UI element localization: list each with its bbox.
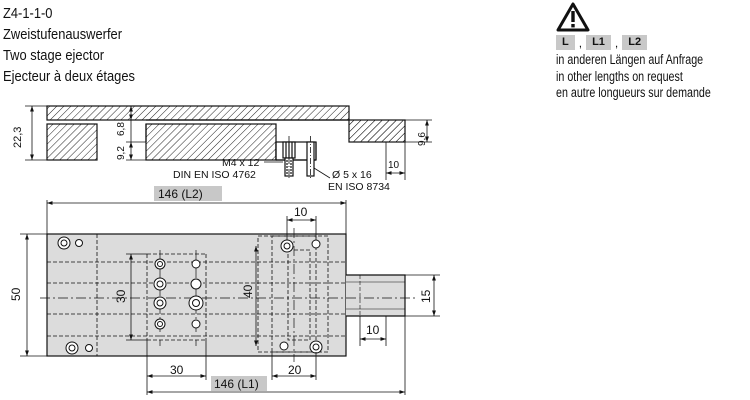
badge-separator: , xyxy=(578,35,583,50)
title-english: Two stage ejector xyxy=(3,47,105,64)
lower-left-block-section xyxy=(46,123,98,161)
plate-outline xyxy=(46,233,347,357)
title-german: Zweistufenauswerfer xyxy=(3,26,123,43)
title-french: Ejecteur à deux étages xyxy=(3,68,135,85)
top-view-labels: 146 (L2) 10 50 30 40 15 10 30 146 (L1) 2… xyxy=(9,187,433,391)
pin-symbol xyxy=(306,136,315,180)
pin-label-1: Ø 5 x 16 xyxy=(332,169,372,181)
screw-label-1: M4 x 12 xyxy=(222,157,260,169)
screw-hole-icon xyxy=(191,259,201,269)
warning-icon xyxy=(556,2,590,32)
length-badges: L , L1 , L2 xyxy=(556,35,746,50)
note-english: in other lengths on request xyxy=(556,68,683,84)
screw-hole-icon xyxy=(280,239,294,253)
note-french: en autre longueurs sur demande xyxy=(556,85,711,100)
screw-hole-icon xyxy=(153,296,167,310)
pin-label-2: EN ISO 8734 xyxy=(328,181,390,193)
screw-hole-icon xyxy=(190,278,202,290)
pin-hole-icon xyxy=(85,344,93,352)
l1-label-bg xyxy=(211,376,267,391)
note-german: in anderen Längen auf Anfrage xyxy=(556,52,704,67)
upper-plate-section xyxy=(46,105,350,121)
hole-pattern xyxy=(57,236,323,355)
screw-hole-icon xyxy=(188,295,204,311)
pin-hole-icon xyxy=(75,239,83,247)
dim-lower-label: 9,2 xyxy=(116,146,127,160)
dim-l2-label: 146 (L2) xyxy=(158,187,203,201)
dim-10-tip-label: 10 xyxy=(366,323,380,337)
dim-l1-label: 146 (L1) xyxy=(214,377,259,391)
plate-tip-section xyxy=(348,119,406,143)
top-view-dimensions xyxy=(20,200,440,395)
dim-height-label: 22,3 xyxy=(12,127,24,148)
dim-upper-label: 6,8 xyxy=(116,122,127,136)
dim-width-label: 50 xyxy=(9,287,23,301)
badge-separator: , xyxy=(614,35,619,50)
screw-hole-icon xyxy=(65,341,79,355)
side-view xyxy=(25,105,432,180)
dim-tip-height-label: 9,6 xyxy=(417,132,428,146)
screw-label-2: DIN EN ISO 4762 xyxy=(173,169,256,181)
pin-hole-icon xyxy=(279,341,289,351)
note-lines: in anderen Längen auf Anfrage in other l… xyxy=(556,52,711,102)
screw-hole-icon xyxy=(154,318,166,330)
dim-30-vertical-label: 30 xyxy=(114,289,128,303)
screw-symbol xyxy=(282,141,296,177)
screw-hole-icon xyxy=(309,340,323,354)
lower-middle-block-section xyxy=(145,123,277,161)
screw-hole-icon xyxy=(154,258,166,270)
dim-10-top-label: 10 xyxy=(294,205,308,219)
product-code: Z4-1-1-0 xyxy=(3,5,53,22)
plate-tip-outline xyxy=(346,274,406,317)
dim-40-vertical-label: 40 xyxy=(241,284,255,298)
pin-hole-icon xyxy=(311,239,321,249)
title-block: Z4-1-1-0 Zweistufenauswerfer Two stage e… xyxy=(3,3,135,87)
dim-20-bottom-label: 20 xyxy=(288,363,302,377)
screw-hole-icon xyxy=(191,319,201,329)
l2-label-bg xyxy=(154,186,222,201)
side-view-labels: 22,3 6,8 9,2 9,6 10 M4 x 12 DIN EN ISO 4… xyxy=(12,122,428,193)
dim-30-bottom-label: 30 xyxy=(170,363,184,377)
badge-l2: L2 xyxy=(622,35,648,50)
dim-tip-length-label: 10 xyxy=(388,160,400,171)
screw-hole-icon xyxy=(153,277,167,291)
screw-hole-icon xyxy=(57,236,71,250)
top-view xyxy=(40,228,415,362)
length-note: L , L1 , L2 in anderen Längen auf Anfrag… xyxy=(556,2,746,102)
dim-15-label: 15 xyxy=(419,289,433,303)
badge-l: L xyxy=(556,35,575,50)
badge-l1: L1 xyxy=(586,35,611,50)
